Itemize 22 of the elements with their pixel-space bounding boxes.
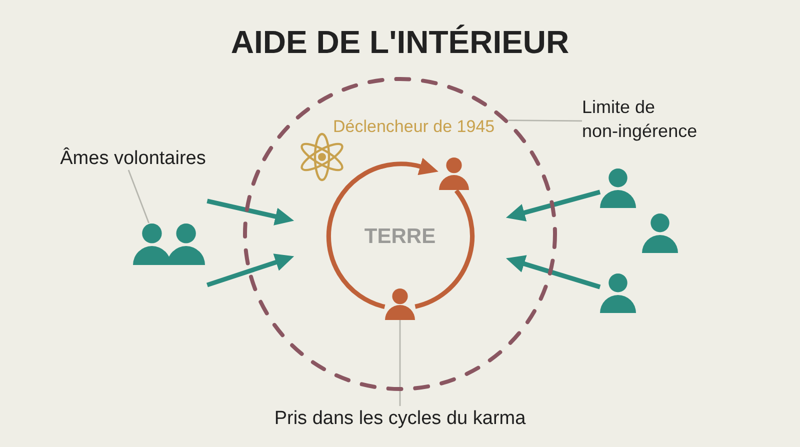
people-icon	[133, 223, 205, 265]
leader-line	[128, 170, 150, 224]
dashed-boundary-circle	[243, 77, 557, 391]
person-icon	[642, 213, 678, 253]
person-icon	[600, 168, 636, 208]
event-label: Déclencheur de 1945	[333, 117, 495, 137]
leader-line	[508, 120, 582, 122]
center-label: TERRE	[364, 225, 436, 249]
arrow	[506, 255, 601, 290]
arrow	[206, 254, 294, 288]
leader-line	[399, 320, 401, 406]
person-icon	[385, 288, 415, 320]
arrow	[206, 198, 294, 226]
person-icon	[600, 273, 636, 313]
person-icon	[439, 157, 469, 190]
title: AIDE DE L'INTÉRIEUR	[230, 26, 570, 58]
callout-text: Âmes volontaires	[60, 146, 206, 171]
curved-arrow	[326, 158, 439, 309]
callout-text: Pris dans les cycles du karma	[274, 406, 526, 431]
callout-text: Limite de non-ingérence	[582, 95, 700, 143]
curved-line	[414, 189, 474, 309]
arrow	[506, 190, 601, 222]
